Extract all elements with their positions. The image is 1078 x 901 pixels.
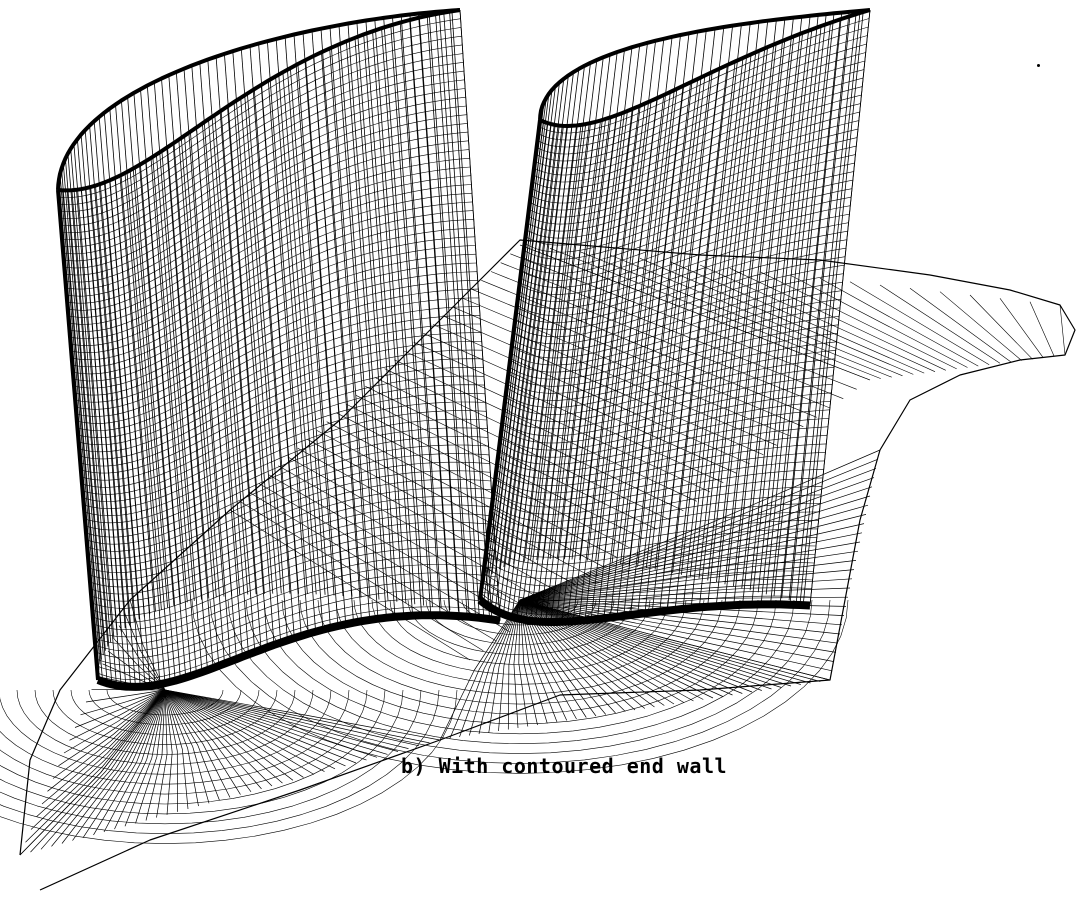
right-blade-mesh [477,8,871,626]
stray-dot [1037,64,1040,67]
figure-caption: b) With contoured end wall [400,754,728,778]
left-blade-mesh [56,8,501,691]
